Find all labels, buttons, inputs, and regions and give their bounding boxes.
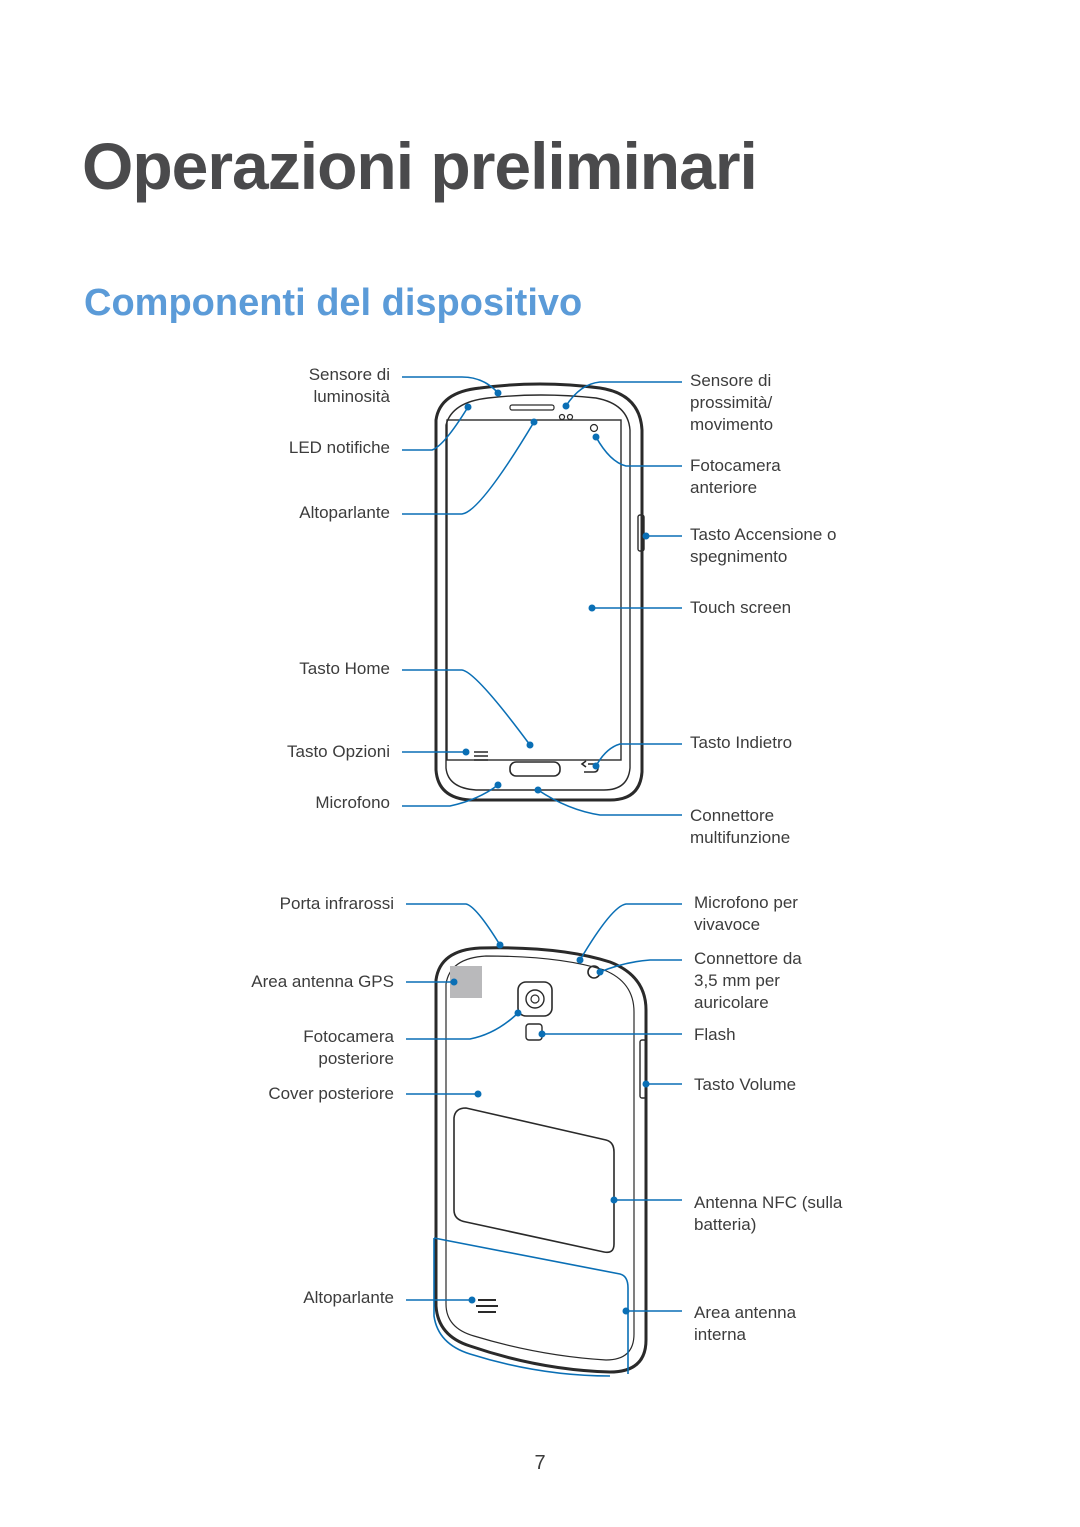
front-callout-dots	[462, 389, 650, 794]
front-speaker-grille	[509, 404, 555, 411]
label-speakerphone-mic-text: Microfono per vivavoce	[694, 893, 798, 934]
rear-camera-icon	[517, 981, 553, 1017]
rear-callout-dots	[450, 941, 650, 1315]
rear-phone	[434, 946, 648, 1374]
label-front-camera: Fotocamera anteriore	[690, 455, 781, 499]
label-front-speaker: Altoparlante	[299, 502, 390, 524]
label-headset-jack-text: Connettore da 3,5 mm per auricolare	[694, 949, 802, 1012]
volume-key-icon	[639, 1039, 647, 1099]
label-led-notifications: LED notifiche	[289, 437, 390, 459]
label-rear-speaker: Altoparlante	[303, 1287, 394, 1309]
rear-speaker-icon	[476, 1299, 498, 1313]
label-multipurpose-jack: Connettore multifunzione	[690, 805, 790, 849]
label-back-key-text: Tasto Indietro	[690, 733, 793, 752]
label-home-key: Tasto Home	[299, 658, 390, 680]
label-gps-antenna-text: Area antenna GPS	[251, 972, 394, 991]
front-phone-body	[434, 382, 644, 802]
page-title: Operazioni preliminari	[82, 129, 758, 203]
label-front-speaker-text: Altoparlante	[299, 503, 390, 522]
label-volume-key: Tasto Volume	[694, 1074, 796, 1096]
label-ir-port-text: Porta infrarossi	[279, 894, 394, 913]
nfc-antenna-outline	[453, 1107, 615, 1254]
label-microphone-text: Microfono	[315, 793, 390, 812]
label-front-camera-text: Fotocamera anteriore	[690, 456, 781, 497]
section-title: Componenti del dispositivo	[84, 282, 583, 324]
internal-antenna-area	[433, 1237, 629, 1377]
label-proximity-sensor-text: Sensore di prossimità/ movimento	[690, 371, 774, 434]
label-back-key: Tasto Indietro	[690, 732, 792, 754]
rear-camera-lens	[525, 989, 545, 1009]
label-home-key-text: Tasto Home	[299, 659, 390, 678]
proximity-sensor-icon	[558, 413, 566, 421]
label-back-cover: Cover posteriore	[268, 1083, 394, 1105]
front-phone	[434, 382, 645, 802]
label-multipurpose-jack-text: Connettore multifunzione	[690, 806, 791, 847]
rear-callouts	[406, 903, 682, 1312]
label-rear-camera-text: Fotocamera posteriore	[303, 1027, 394, 1068]
label-internal-antenna: Area antenna interna	[694, 1302, 796, 1346]
label-flash: Flash	[694, 1024, 736, 1046]
front-phone-bezel	[445, 394, 631, 791]
label-nfc-antenna-text: Antenna NFC (sulla batteria)	[694, 1193, 843, 1234]
label-flash-text: Flash	[694, 1025, 736, 1044]
label-volume-key-text: Tasto Volume	[694, 1075, 797, 1094]
power-key-icon	[637, 514, 645, 552]
front-screen	[446, 419, 622, 761]
label-light-sensor-text: Sensore di luminosità	[308, 365, 390, 406]
proximity-sensor-icon-2	[566, 413, 574, 421]
label-microphone: Microfono	[315, 792, 390, 814]
front-camera-icon	[589, 423, 599, 433]
label-proximity-sensor: Sensore di prossimità/ movimento	[690, 370, 773, 436]
label-speakerphone-mic: Microfono per vivavoce	[694, 892, 798, 936]
rear-phone-inner	[445, 955, 635, 1361]
rear-phone-body	[434, 946, 648, 1374]
rear-camera-lens-inner	[530, 994, 540, 1004]
home-button-icon	[509, 761, 561, 777]
label-touch-screen: Touch screen	[690, 597, 791, 619]
label-led-notifications-text: LED notifiche	[288, 438, 390, 457]
label-light-sensor: Sensore di luminosità	[309, 364, 390, 408]
label-ir-port: Porta infrarossi	[280, 893, 394, 915]
label-options-key: Tasto Opzioni	[287, 741, 390, 763]
label-touch-screen-text: Touch screen	[690, 598, 792, 617]
label-gps-antenna: Area antenna GPS	[251, 971, 394, 993]
label-headset-jack: Connettore da 3,5 mm per auricolare	[694, 948, 802, 1014]
label-nfc-antenna: Antenna NFC (sulla batteria)	[694, 1192, 842, 1236]
menu-key-icon	[474, 751, 488, 761]
front-callouts	[402, 376, 682, 816]
label-power-key-text: Tasto Accensione o spegnimento	[690, 525, 837, 566]
label-back-cover-text: Cover posteriore	[268, 1084, 394, 1103]
label-rear-camera: Fotocamera posteriore	[303, 1026, 394, 1070]
label-internal-antenna-text: Area antenna interna	[694, 1303, 797, 1344]
label-power-key: Tasto Accensione o spegnimento	[690, 524, 836, 568]
label-options-key-text: Tasto Opzioni	[287, 742, 390, 761]
page-number: 7	[534, 1452, 546, 1474]
label-rear-speaker-text: Altoparlante	[303, 1288, 394, 1307]
